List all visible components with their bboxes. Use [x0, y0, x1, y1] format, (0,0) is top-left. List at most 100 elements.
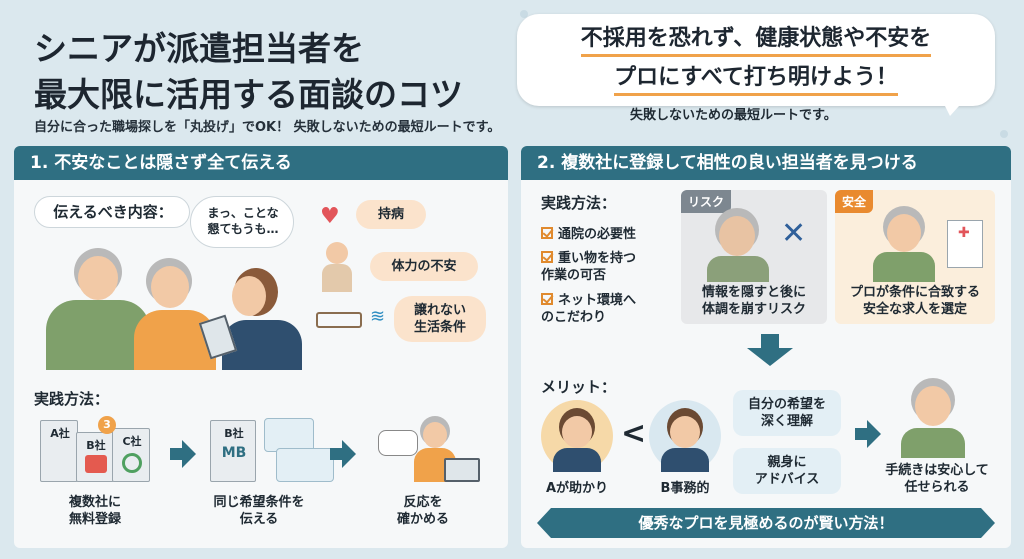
- arrow-right-icon: [855, 420, 881, 448]
- arrow-down-icon: [747, 348, 793, 366]
- safe-text: プロが条件に合致する 安全な求人を選定: [849, 285, 980, 317]
- cross-icon: ✕: [781, 216, 807, 251]
- convey-label-bubble: 伝えるべき内容：: [34, 196, 190, 228]
- section-2-heading: 2. 複数社に登録して相性の良い担当者を見つける: [521, 146, 1011, 180]
- conclusion-banner: 優秀なプロを見極めるのが賢い方法！: [537, 508, 995, 538]
- happy-senior-face: [887, 214, 921, 252]
- item-label: 持病: [377, 207, 404, 222]
- section-1-panel: 1. 不安なことは隠さず全て伝える 伝えるべき内容： まっ、ことな 懇てもうも……: [14, 146, 508, 548]
- step-2-caption: 同じ希望条件を 伝える: [213, 495, 305, 527]
- benefit-text: 親身に アドバイス: [754, 455, 820, 487]
- company-b-building: B社: [76, 432, 114, 482]
- company-b-logo: [85, 455, 107, 473]
- chat-bubble-icon: [378, 430, 418, 456]
- callout-subtext: 失敗しないための最短ルートです。: [630, 108, 837, 123]
- arrow-right-icon: [330, 440, 356, 468]
- checklist-text: 通院の必要性: [558, 227, 637, 242]
- speech-bubble: まっ、ことな 懇てもうも…: [190, 196, 294, 248]
- risk-tag: リスク: [681, 190, 732, 213]
- senior-woman-face: [151, 266, 189, 308]
- laptop-icon: [444, 458, 480, 482]
- callout-tail: [940, 96, 968, 116]
- senior-user-face: [423, 422, 447, 448]
- decor-dot: [520, 10, 528, 18]
- page-subtitle: 自分に合った職場探しを「丸投げ」でOK！ 失敗しないための最短ルートです。: [34, 120, 501, 135]
- agent-face: [232, 276, 266, 316]
- happy-senior-body: [873, 252, 935, 282]
- agent-b-caption: B事務的: [660, 481, 710, 496]
- merit-label: メリット：: [541, 378, 617, 396]
- practice-label-1: 実践方法：: [34, 390, 110, 408]
- company-a-building: A社: [40, 420, 78, 482]
- document-icon: [264, 418, 314, 452]
- count-badge: 3: [98, 416, 116, 434]
- wifi-icon: ≋: [370, 306, 386, 327]
- item-stamina: 体力の不安: [370, 252, 478, 281]
- agent-a-caption: Aが助かり: [545, 481, 609, 496]
- company-b-label: B社: [86, 439, 106, 452]
- company-b-label-2: B社: [224, 427, 244, 440]
- convey-label: 伝えるべき内容：: [53, 203, 173, 221]
- cross-red-icon: ✚: [958, 225, 970, 241]
- senior-man-face: [78, 256, 118, 300]
- checkbox-icon: [541, 251, 553, 263]
- practice-label-2: 実践方法：: [541, 194, 617, 212]
- agent-a-body: [553, 448, 601, 472]
- senior-man-body: [46, 300, 150, 370]
- title-line-1: シニアが派遣担当者を: [34, 29, 364, 68]
- checklist-item: ネット環境へ のこだわり: [541, 292, 636, 326]
- company-a-label: A社: [50, 427, 70, 440]
- message-icon: [276, 448, 334, 482]
- worried-senior-face: [719, 216, 755, 256]
- item-label: 体力の不安: [391, 259, 457, 274]
- agent-b-face: [670, 416, 700, 448]
- result-text: 手続きは安心して 任せられる: [885, 463, 989, 495]
- risk-card: リスク ✕ 情報を隠すと後に 体調を崩すリスク: [681, 190, 827, 324]
- checklist-text: 重い物を持つ 作業の可否: [541, 251, 637, 283]
- step-3-caption: 反応を 確かめる: [396, 495, 449, 527]
- heart-icon: ♥: [320, 204, 340, 229]
- checkbox-icon: [541, 293, 553, 305]
- item-label: 譲れない 生活条件: [413, 303, 466, 335]
- benefit-understanding: 自分の希望を 深く理解: [733, 390, 841, 436]
- senior-couple-illustration: [34, 246, 304, 370]
- item-chronic-illness: 持病: [356, 200, 426, 229]
- tired-person-body: [322, 264, 352, 292]
- relieved-senior-body: [901, 428, 965, 458]
- checklist-item: 通院の必要性: [541, 226, 636, 243]
- risk-text: 情報を隠すと後に 体調を崩すリスク: [701, 285, 806, 317]
- section-1-heading: 1. 不安なことは隠さず全て伝える: [14, 146, 508, 180]
- title-line-2: 最大限に活用する面談のコツ: [34, 75, 463, 114]
- tired-person-icon: [326, 242, 348, 264]
- safe-card: 安全 ✚ プロが条件に合致する 安全な求人を選定: [835, 190, 995, 324]
- agent-b-body: [661, 448, 709, 472]
- checklist-text: ネット環境へ のこだわり: [541, 293, 637, 325]
- hospital-icon: ✚: [947, 220, 983, 268]
- callout-line-1: 不採用を恐れず、健康状態や不安を: [580, 24, 932, 57]
- arrow-down-stem: [761, 334, 779, 348]
- arrow-right-icon: [170, 440, 196, 468]
- callout-line-2: プロにすべて打ち明けよう！: [614, 63, 898, 96]
- checkbox-icon: [541, 227, 553, 239]
- worried-senior-body: [707, 256, 769, 282]
- benefit-text: 自分の希望を 深く理解: [747, 397, 826, 429]
- step-1-caption: 複数社に 無料登録: [68, 495, 121, 527]
- speech-text: まっ、ことな 懇てもうも…: [207, 206, 279, 236]
- company-b-building-2: B社 MB: [210, 420, 256, 482]
- item-living-conditions: 譲れない 生活条件: [394, 296, 486, 342]
- bed-icon: [316, 312, 362, 328]
- checklist-item: 重い物を持つ 作業の可否: [541, 250, 636, 284]
- decor-dot: [1000, 130, 1008, 138]
- callout-bubble: 不採用を恐れず、健康状態や不安を プロにすべて打ち明けよう！: [517, 14, 995, 106]
- safe-tag: 安全: [835, 190, 874, 213]
- comparison-symbol: <: [621, 416, 647, 451]
- company-c-label: C社: [122, 435, 142, 448]
- section-2-panel: 2. 複数社に登録して相性の良い担当者を見つける 実践方法： 通院の必要性 重い…: [521, 146, 1011, 548]
- relieved-senior-face: [915, 386, 951, 426]
- company-c-logo: [122, 453, 142, 473]
- page-title: シニアが派遣担当者を 最大限に活用する面談のコツ: [34, 26, 504, 118]
- mb-logo: MB: [221, 445, 247, 461]
- company-c-building: C社: [112, 428, 150, 482]
- agent-a-face: [562, 416, 592, 448]
- senior-woman-body: [134, 310, 216, 370]
